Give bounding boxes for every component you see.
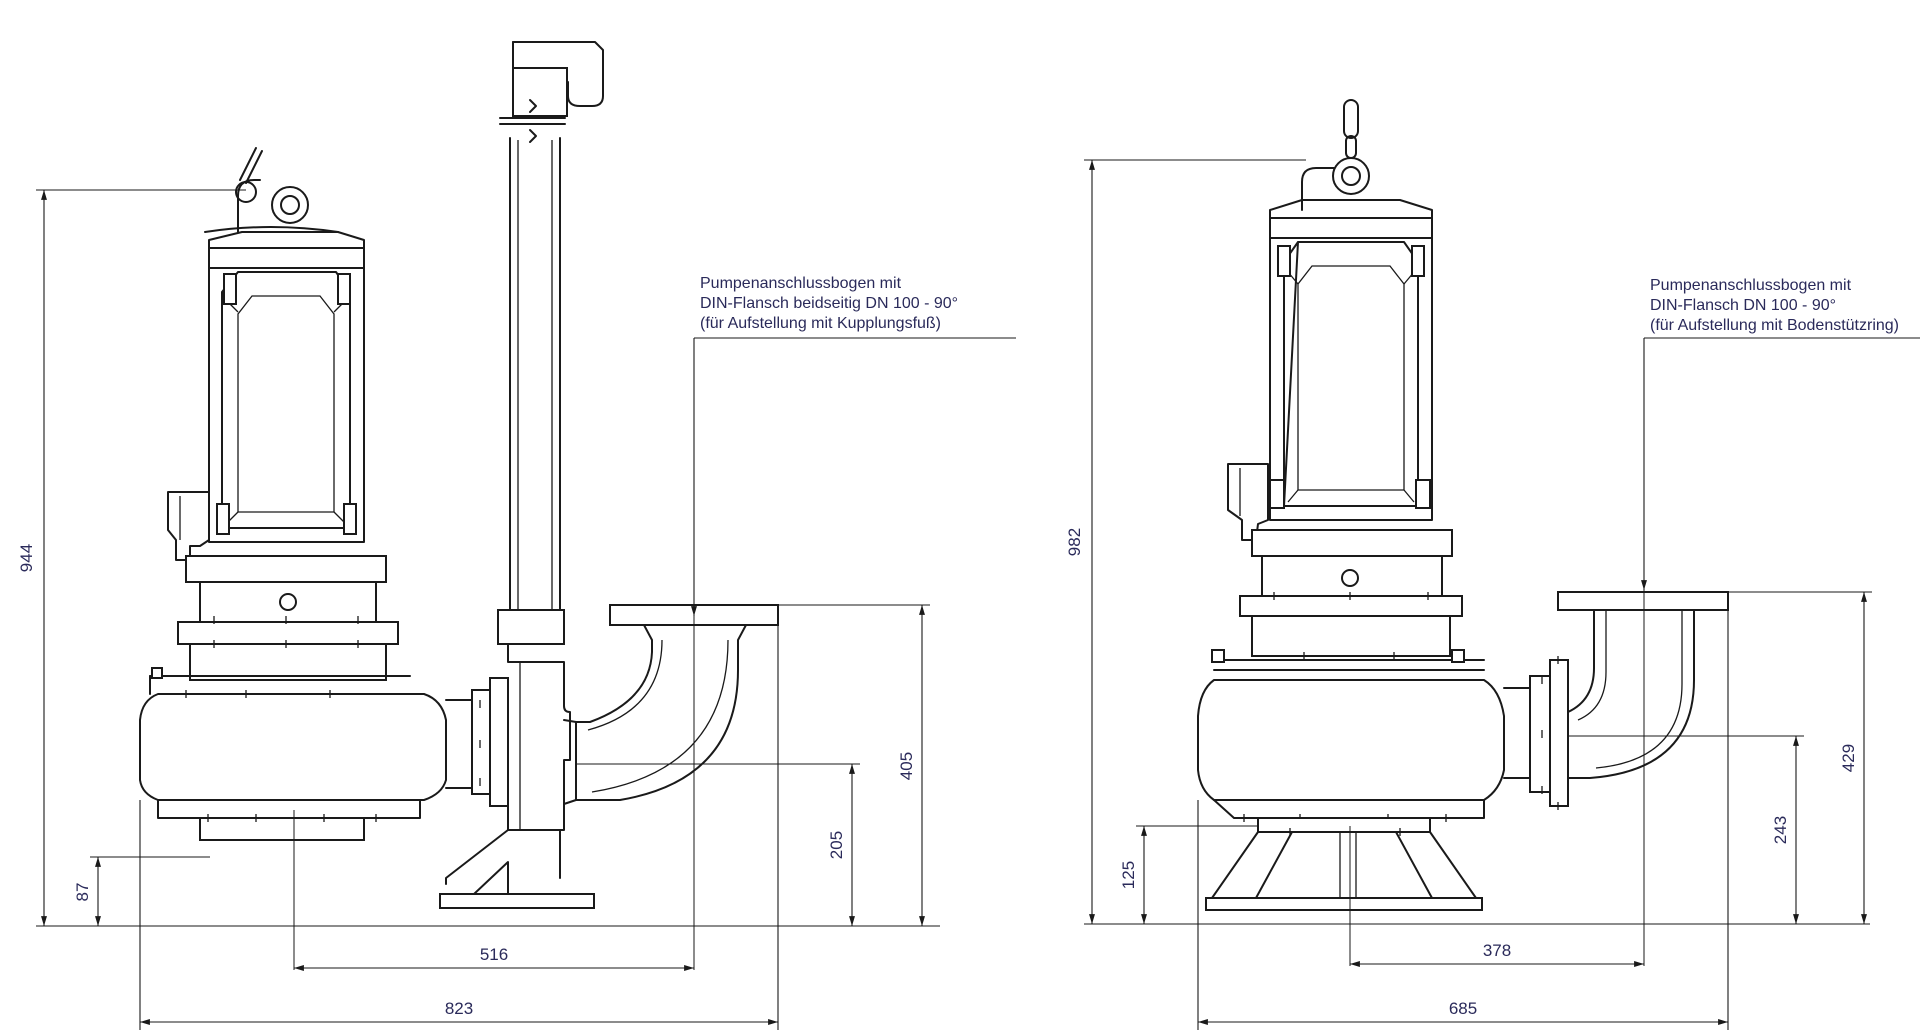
- left-motor-housing: [208, 231, 365, 543]
- left-note-line-1: Pumpenanschlussbogen mit: [700, 275, 902, 292]
- dim-label-flange-height-right: 429: [1839, 744, 1858, 772]
- left-note-line-3: (für Aufstellung mit Kupplungsfuß): [700, 315, 941, 332]
- left-dimension-lines: [36, 189, 940, 1030]
- right-note: Pumpenanschlussbogen mit DIN-Flansch DN …: [1650, 277, 1899, 334]
- left-lifting-eye: [204, 147, 339, 233]
- right-pump: [1084, 99, 1920, 1030]
- dim-label-outlet-center-left: 205: [827, 831, 846, 859]
- dim-label-total-width-right: 685: [1449, 999, 1477, 1018]
- dim-label-outlet-center-right: 243: [1771, 816, 1790, 844]
- left-note: Pumpenanschlussbogen mit DIN-Flansch bei…: [700, 275, 958, 332]
- right-discharge-elbow: [1557, 591, 1729, 779]
- left-note-line-2: DIN-Flansch beidseitig DN 100 - 90°: [700, 295, 958, 312]
- right-support-ring: [1205, 817, 1483, 911]
- dim-label-total-width-left: 823: [445, 999, 473, 1018]
- right-note-leader: [1641, 337, 1920, 590]
- right-note-line-2: DIN-Flansch DN 100 - 90°: [1650, 297, 1836, 314]
- dim-label-flange-height-left: 405: [897, 752, 916, 780]
- right-volute-casing: [1197, 649, 1569, 822]
- dim-label-base-height-left: 87: [73, 883, 92, 902]
- dim-label-total-height-right: 982: [1065, 528, 1084, 556]
- right-dimension-labels: 982 125 243 429 378 685: [1065, 528, 1858, 1018]
- right-note-line-3: (für Aufstellung mit Bodenstützring): [1650, 317, 1899, 334]
- dim-label-outlet-offset-left: 516: [480, 945, 508, 964]
- left-cable-inlet: [167, 491, 210, 561]
- dim-label-outlet-offset-right: 378: [1483, 941, 1511, 960]
- left-note-leader: [691, 337, 1016, 616]
- right-dimension-lines: [1084, 159, 1872, 1030]
- right-bearing-section: [1239, 529, 1463, 660]
- left-coupling-claw: [439, 609, 595, 909]
- dim-label-total-height-left: 944: [17, 544, 36, 572]
- left-guide-pipe: [499, 41, 604, 611]
- left-dimension-labels: 944 87 205 405 516 823: [17, 544, 916, 1018]
- right-motor-housing: [1269, 199, 1433, 521]
- dim-label-ring-height-right: 125: [1119, 861, 1138, 889]
- right-note-line-1: Pumpenanschlussbogen mit: [1650, 277, 1852, 294]
- left-volute-casing: [139, 667, 509, 841]
- right-lifting-chain: [1301, 99, 1370, 211]
- right-cable-inlet: [1227, 463, 1269, 541]
- left-pump: [36, 41, 1016, 1030]
- left-bearing-section: [177, 555, 399, 681]
- left-discharge-elbow: [563, 604, 779, 805]
